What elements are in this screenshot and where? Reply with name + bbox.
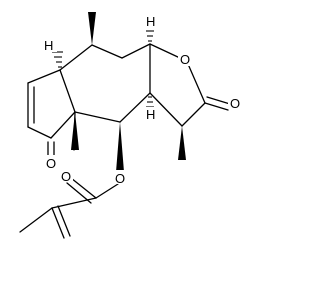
- bond: [51, 207, 65, 239]
- bond: [51, 197, 97, 209]
- bond: [181, 102, 206, 127]
- atom-label-h: H: [44, 38, 53, 53]
- bond: [121, 43, 151, 59]
- bond: [119, 92, 151, 123]
- hashed-bonds: [52, 30, 154, 108]
- hashed-bond: [52, 51, 63, 68]
- wedge-bond: [116, 122, 124, 172]
- wedge-bond: [71, 112, 79, 150]
- bond: [187, 63, 206, 104]
- wedge-bond: [88, 12, 96, 45]
- bond: [27, 126, 52, 139]
- bond: [66, 182, 92, 204]
- atom-label-o: O: [180, 52, 190, 67]
- atom-label-o: O: [115, 171, 125, 186]
- bond: [149, 92, 183, 127]
- atom-label-o: O: [61, 169, 71, 184]
- bond-lines: [19, 43, 231, 239]
- bond: [74, 111, 121, 123]
- bond: [149, 43, 181, 59]
- bond: [59, 44, 93, 71]
- chemical-structure-diagram: H H H O O O O O: [19, 12, 242, 239]
- wedge-bonds: [71, 12, 186, 172]
- bond: [91, 44, 123, 59]
- bond: [19, 207, 53, 233]
- bond: [59, 69, 76, 113]
- atom-label-o: O: [46, 156, 56, 171]
- bond: [27, 69, 61, 84]
- bond: [57, 205, 71, 237]
- atom-label-h: H: [146, 14, 155, 29]
- bond: [204, 102, 229, 111]
- hashed-bond: [146, 96, 154, 108]
- bond: [50, 111, 76, 139]
- atom-label-h: H: [146, 107, 155, 122]
- bond: [206, 96, 231, 105]
- atom-label-o: O: [230, 96, 240, 111]
- atom-labels: H H H O O O O O: [43, 14, 242, 186]
- wedge-bond: [178, 126, 186, 160]
- hashed-bond: [146, 30, 154, 42]
- bond: [70, 177, 97, 199]
- bond: [95, 183, 119, 199]
